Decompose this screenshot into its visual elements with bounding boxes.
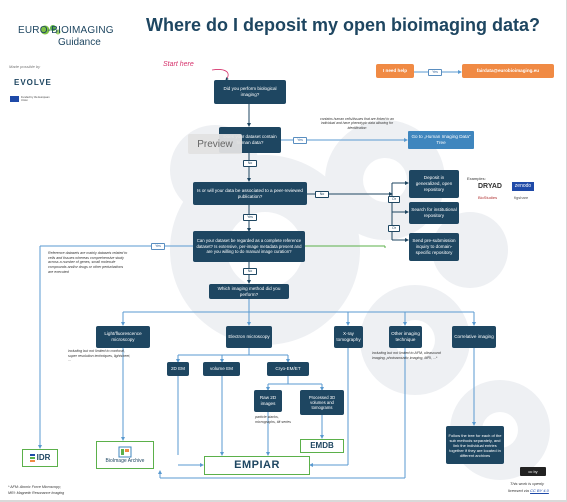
empiar-repository[interactable]: EMPIAR	[204, 456, 310, 475]
or-label-1: Or	[388, 196, 400, 203]
cc-license-badge: cc by	[520, 467, 546, 476]
idr-label: IDR	[36, 453, 51, 462]
bioimage-archive-label: BioImage Archive	[105, 457, 145, 464]
q-biological-imaging: Did you perform biological imaging?	[214, 80, 286, 104]
logo-bubbles-icon	[40, 25, 61, 35]
volume-em[interactable]: volume EM	[203, 362, 240, 376]
light-microscopy[interactable]: Light/fluorescence microscopy	[96, 326, 150, 348]
human-imaging-tree[interactable]: Go to „Human Imaging Data" Tree	[408, 131, 474, 149]
search-institutional-repo[interactable]: Search for institutional repository	[409, 202, 459, 224]
or-label-2: Or	[388, 225, 400, 232]
logo-text: EURO-BIOIMAGING	[18, 25, 114, 36]
raw-2d-images[interactable]: Raw 2D images	[254, 390, 282, 412]
send-presubmission-inquiry[interactable]: Send pre-submission inquiry to domain-sp…	[409, 233, 459, 261]
license-prefix: licensed via	[508, 488, 529, 493]
evolve-logo: EVOLVE	[14, 78, 52, 87]
q-imaging-method: Which imaging method did you perform?	[209, 284, 289, 299]
license-line2: licensed via CC BY 4.0	[508, 488, 549, 493]
help-email-link[interactable]: fairdata@eurobioimaging.eu	[462, 64, 554, 78]
cc-license-text: cc by	[528, 469, 538, 474]
human-no-label: No	[243, 160, 257, 167]
zenodo-logo-text: zenodo	[514, 183, 532, 189]
human-data-note: contains human cells/tissues that are li…	[320, 117, 394, 130]
zenodo-logo: zenodo	[512, 182, 534, 191]
logo-subtext: Guidance	[58, 37, 101, 48]
em-2d[interactable]: 2D EM	[167, 362, 189, 376]
reference-dataset-note: Reference datasets are mainly datasets r…	[48, 251, 128, 274]
cryo-em-et[interactable]: Cryo-EM/ET	[267, 362, 309, 376]
eurobioimaging-logo: EURO-BIOIMAGING Guidance	[18, 16, 130, 48]
emdb-repository[interactable]: EMDB	[300, 439, 344, 453]
page-title: Where do I deposit my open bioimaging da…	[146, 15, 541, 35]
made-possible-by: Made possible by	[9, 64, 41, 69]
need-help-button[interactable]: I need help	[376, 64, 414, 78]
publication-yes-label: Yes	[243, 214, 257, 221]
correlative-instructions: Follow the tree for each of the sub meth…	[446, 426, 504, 464]
correlative-imaging[interactable]: Correlative imaging	[452, 326, 496, 348]
emdb-label: EMDB	[310, 441, 334, 450]
examples-title: Examples:	[467, 176, 486, 181]
license-line1: This work is openly	[510, 481, 545, 486]
footnote-mri: MRI: Magnetic Resonance Imaging	[8, 491, 65, 495]
idr-icon	[29, 454, 35, 462]
q-reference-dataset: Can your dataset be regarded as a comple…	[193, 231, 305, 262]
reference-no-label: No	[243, 268, 257, 275]
publication-no-label: No	[315, 191, 329, 198]
figshare-logo: figshare	[514, 195, 529, 200]
bioimage-archive-icon	[118, 446, 132, 458]
other-imaging[interactable]: Other imaging technique	[389, 326, 422, 348]
biostudies-logo: BioStudies	[478, 195, 498, 200]
bioimage-archive-repository[interactable]: BioImage Archive	[96, 441, 154, 469]
electron-microscopy[interactable]: Electron microscopy	[226, 326, 272, 348]
empiar-label: EMPIAR	[234, 458, 280, 471]
light-microscopy-note: including but not limited to confocal, s…	[68, 349, 131, 363]
dryad-logo: DRYAD	[478, 183, 502, 190]
footnote-afm: * AFM: Atomic Force Microscopy;	[8, 485, 62, 489]
eu-flag-icon	[10, 96, 19, 102]
q-publication: Is or will your data be associated to a …	[193, 182, 307, 205]
preview-overlay[interactable]: Preview	[188, 134, 242, 154]
other-imaging-note: including but not limited to AFM, ultras…	[372, 351, 441, 360]
xray-tomography[interactable]: X-ray tomography	[334, 326, 363, 348]
license-link[interactable]: CC BY 4.0	[530, 488, 549, 493]
human-yes-label: Yes	[293, 137, 307, 144]
processed-3d-volumes[interactable]: Processed 3D volumes and tomograms	[300, 390, 344, 415]
funded-by-eu: Funded by the European Union	[21, 96, 50, 103]
start-here-label: Start here	[163, 61, 194, 68]
preview-label: Preview	[197, 138, 233, 150]
deposit-generalized-repo[interactable]: Deposit in generalized, open repository	[409, 170, 459, 198]
raw-images-note: particle stacks, micrographs, tilt serie…	[255, 415, 291, 424]
reference-yes-label: Yes	[151, 243, 165, 250]
need-help-yes-label: Yes	[428, 69, 442, 76]
idr-repository[interactable]: IDR	[22, 449, 58, 467]
